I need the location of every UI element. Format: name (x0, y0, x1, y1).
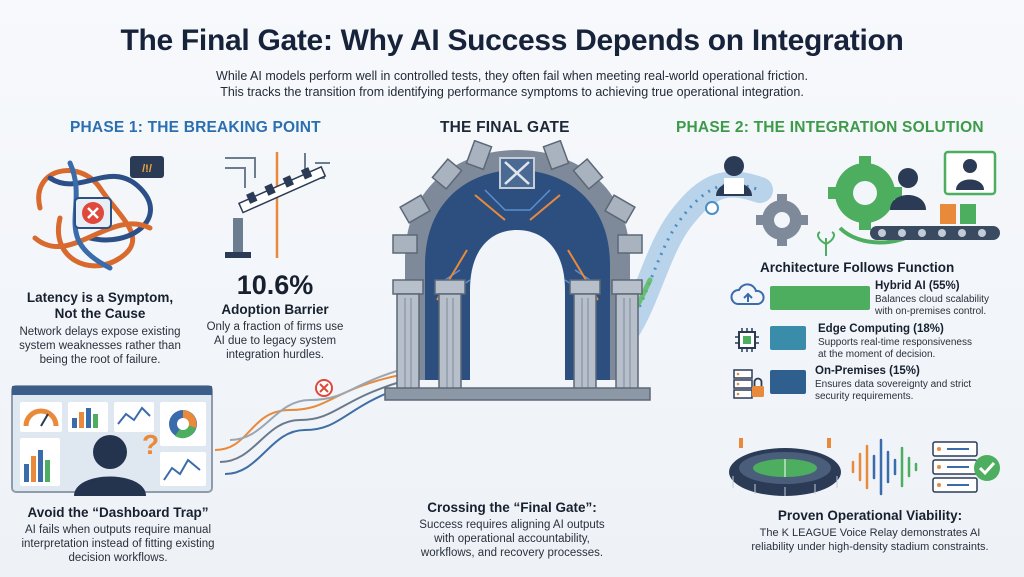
sound-wave-icon (851, 438, 918, 496)
architecture-title: Architecture Follows Function (760, 260, 955, 275)
crossing-title: Crossing the “Final Gate”: (427, 500, 597, 515)
dashboard-monitor-icon: ? (11, 385, 213, 496)
adoption-title: Adoption Barrier (221, 302, 329, 317)
stadium-voice-relay-icon (729, 438, 1000, 496)
warning-tag-icon-text: /!/ (142, 163, 152, 175)
latency-title-line1: Latency is a Symptom, (26, 290, 174, 305)
phase1-heading: PHASE 1: THE BREAKING POINT (70, 119, 321, 136)
onprem-desc-line2: security requirements. (815, 391, 914, 402)
bar-hybrid (770, 286, 870, 310)
crossing-section: Crossing the “Final Gate”: Success requi… (392, 500, 632, 560)
intro-line-2: This tracks the transition from identify… (220, 85, 804, 99)
worker-avatar-icon (724, 156, 744, 176)
workflow-gears-icon (716, 150, 1000, 256)
edge-label: Edge Computing (18%) (818, 323, 944, 335)
user-profile-icon (963, 159, 977, 173)
viability-section: Proven Operational Viability: The K LEAG… (722, 508, 1018, 554)
latency-desc-line3: being the root of failure. (39, 354, 161, 366)
server-check-icon (932, 441, 1000, 493)
final-gate-heading: THE FINAL GATE (440, 119, 570, 136)
tangled-input-lines-icon (214, 369, 401, 475)
hybrid-label: Hybrid AI (55%) (875, 280, 960, 292)
hybrid-desc-line2: with on-premises control. (875, 306, 987, 317)
page-title: The Final Gate: Why AI Success Depends o… (120, 24, 904, 57)
cloud-icon (730, 283, 765, 305)
viability-title: Proven Operational Viability: (777, 508, 963, 523)
adoption-desc-line2: AI due to legacy system (213, 335, 337, 347)
adoption-section: 10.6% Adoption Barrier Only a fraction o… (200, 270, 350, 362)
latency-section: Latency is a Symptom, Not the Cause Netw… (10, 290, 190, 367)
stadium-icon (729, 438, 841, 496)
manager-avatar-icon (898, 168, 918, 188)
bar-onprem (770, 370, 806, 394)
dashboard-desc-line3: decision workflows. (68, 552, 168, 564)
bar-edge (770, 326, 806, 350)
crossing-desc-line3: workflows, and recovery processes. (420, 547, 604, 559)
server-lock-icon (733, 369, 764, 399)
architecture-chart: Hybrid AI (55%) Balances cloud scalabili… (730, 280, 1020, 410)
edge-desc-line1: Supports real-time responsiveness (818, 337, 972, 348)
intro-line-1: While AI models perform well in controll… (216, 69, 808, 83)
adoption-desc-line1: Only a fraction of firms use (206, 321, 344, 333)
hybrid-desc-line1: Balances cloud scalability (875, 294, 989, 305)
chip-icon (735, 328, 759, 352)
adoption-stat: 10.6% (236, 270, 314, 300)
phase2-heading: PHASE 2: THE INTEGRATION SOLUTION (676, 119, 984, 136)
tangled-network-icon: /!/ (32, 156, 164, 271)
dashboard-title: Avoid the “Dashboard Trap” (27, 505, 209, 520)
dashboard-desc-line2: interpretation instead of fitting existi… (21, 538, 215, 550)
viability-desc-line1: The K LEAGUE Voice Relay demonstrates AI (759, 527, 981, 539)
barrier-gate-icon (225, 152, 330, 258)
dashboard-section: Avoid the “Dashboard Trap” AI fails when… (18, 505, 218, 565)
crossing-desc-line1: Success requires aligning AI outputs (419, 519, 605, 531)
latency-title-line2: Not the Cause (54, 306, 146, 321)
crossing-desc-line2: with operational accountability, (434, 533, 590, 545)
edge-desc-line2: at the moment of decision. (818, 349, 936, 360)
viability-desc-line2: reliability under high-density stadium c… (751, 541, 989, 553)
latency-desc-line1: Network delays expose existing (19, 326, 181, 338)
latency-desc-line2: system weaknesses rather than (19, 340, 181, 352)
intro-text: While AI models perform well in controll… (100, 68, 924, 100)
onprem-desc-line1: Ensures data sovereignty and strict (815, 379, 972, 390)
adoption-desc-line3: integration hurdles. (226, 349, 324, 361)
onprem-label: On-Premises (15%) (815, 365, 920, 377)
gear-icon (756, 156, 902, 246)
dashboard-desc-line1: AI fails when outputs require manual (24, 524, 212, 536)
stone-gate-arch-icon (384, 140, 651, 401)
question-mark-icon: ? (142, 429, 159, 460)
